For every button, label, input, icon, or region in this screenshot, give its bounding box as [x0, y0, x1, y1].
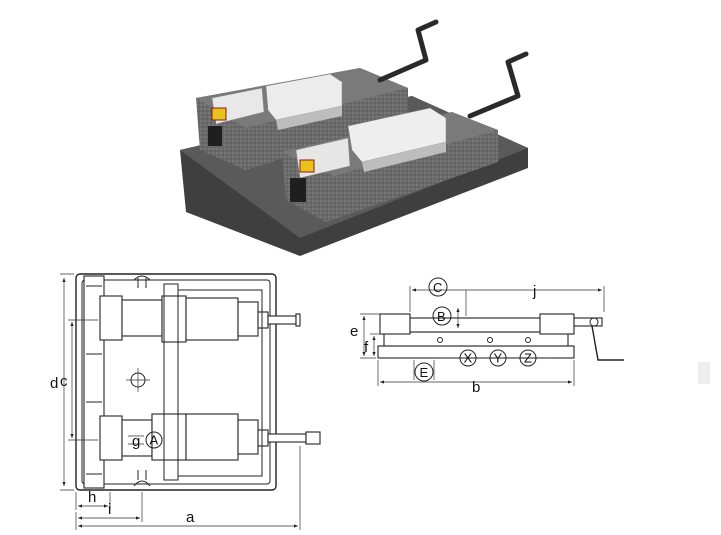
callout-Z	[519, 349, 537, 367]
callout-X	[459, 349, 477, 367]
warning-label-front	[299, 159, 315, 173]
callout-A	[145, 431, 163, 449]
callout-Y	[489, 349, 507, 367]
rear-crank	[377, 19, 439, 83]
dim-label-e: e	[350, 323, 358, 340]
dim-label-c: c	[60, 373, 68, 390]
dim-label-h: h	[88, 489, 96, 506]
callout-label-E: E	[420, 365, 429, 380]
dim-label-i: i	[108, 501, 111, 518]
callout-label-Z: Z	[524, 351, 532, 366]
warning-label-rear	[211, 107, 227, 121]
twin-machine-vise-photo	[180, 19, 529, 256]
callout-label-Y: Y	[494, 351, 503, 366]
dim-label-j: j	[532, 283, 536, 300]
dim-label-b: b	[472, 379, 480, 396]
edge-marker	[698, 362, 710, 384]
side-view-drawing: C j B e f X Y Z E b	[350, 277, 624, 396]
dim-label-g: g	[132, 433, 140, 450]
front-crank	[467, 51, 529, 119]
dim-label-d: d	[50, 375, 58, 392]
callout-label-X: X	[464, 351, 473, 366]
callout-label-B: B	[437, 309, 446, 324]
top-view-drawing: d c h i a g A	[50, 273, 321, 530]
callout-B	[432, 306, 452, 326]
callout-C	[428, 277, 448, 297]
callout-label-C: C	[433, 280, 442, 295]
callout-label-A: A	[150, 433, 159, 448]
dim-label-a: a	[186, 509, 195, 526]
dim-label-f: f	[364, 339, 369, 356]
